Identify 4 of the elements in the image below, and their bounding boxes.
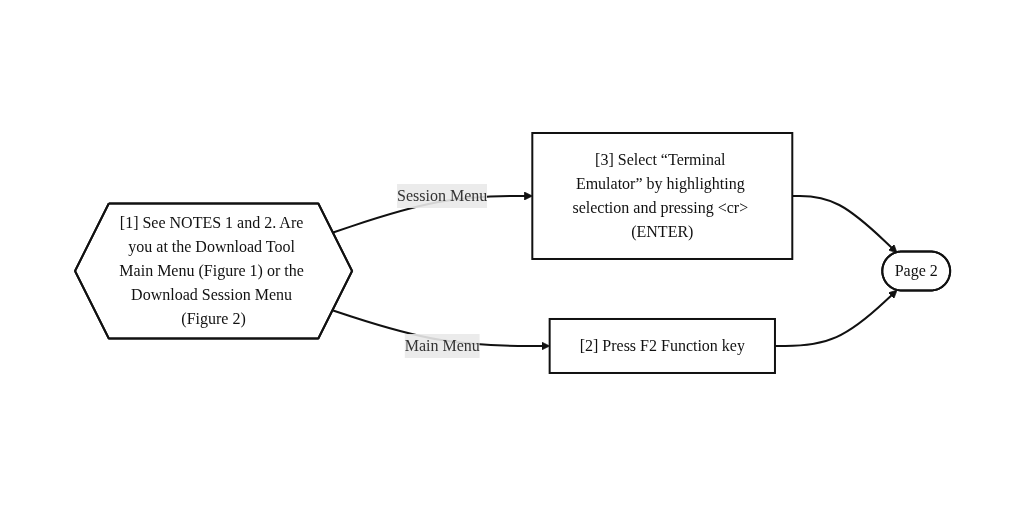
edge-label: Session Menu bbox=[397, 186, 488, 204]
node-box: [3] Select “Terminal Emulator” by highlighting selection and pressing <cr> (ENTER) bbox=[531, 131, 794, 260]
edge-label: Main Menu bbox=[404, 336, 480, 354]
node-box: [2] Press F2 Function key bbox=[548, 317, 776, 374]
